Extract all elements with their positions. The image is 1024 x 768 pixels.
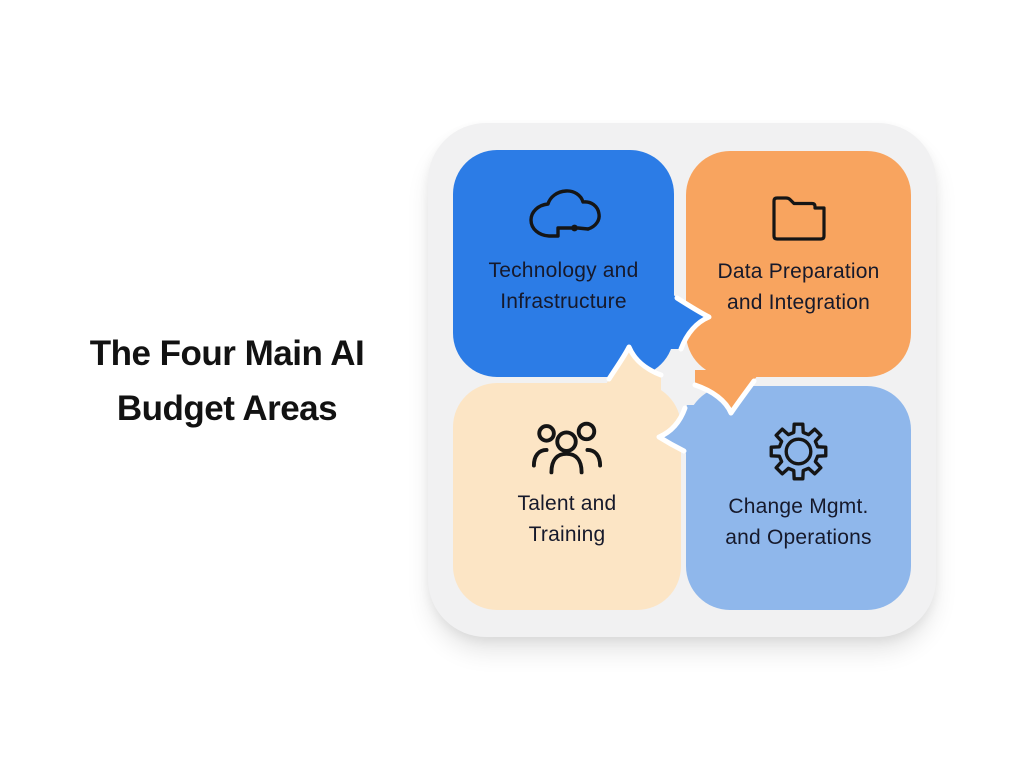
bubble-label: Talent and Training [517, 492, 617, 546]
bubble-technology-infrastructure: Technology and Infrastructure [453, 150, 674, 377]
bubble-change-mgmt-operations: Change Mgmt. and Operations [686, 386, 911, 610]
gear-icon [767, 422, 830, 480]
page-title-line2: Budget Areas [116, 389, 338, 428]
bubble-talent-training: Talent and Training [453, 383, 681, 610]
bubble-label: Data Preparation and Integration [717, 260, 880, 314]
bubble-label: Change Mgmt. and Operations [725, 495, 872, 549]
cloud-network-icon [525, 186, 603, 244]
folder-icon [767, 187, 831, 245]
speech-tail-talent [602, 344, 664, 390]
people-group-icon [530, 419, 604, 477]
speech-tail-change-mgmt [656, 405, 702, 464]
page-title: The Four Main AI Budget Areas [22, 326, 432, 436]
page-title-line1: The Four Main AI [89, 334, 365, 373]
bubble-data-preparation-integration: Data Preparation and Integration [686, 151, 911, 377]
speech-tail-technology [666, 290, 712, 352]
budget-areas-card: Technology and Infrastructure Data Prepa… [428, 123, 936, 637]
speech-tail-data-preparation [692, 370, 762, 416]
bubble-label: Technology and Infrastructure [488, 259, 639, 313]
